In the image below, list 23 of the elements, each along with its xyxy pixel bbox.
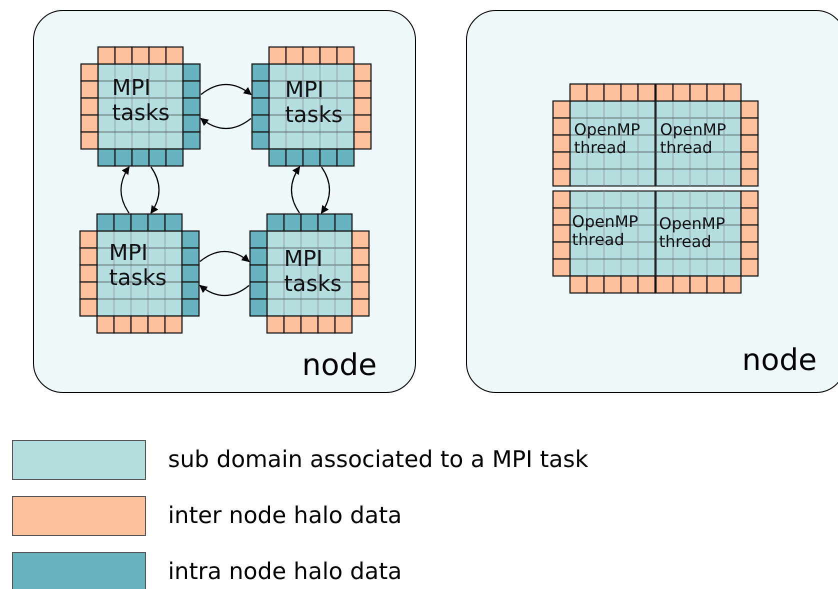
exchange-arrow	[320, 166, 330, 214]
task-label: OpenMP thread	[572, 213, 640, 250]
task-label: MPI tasks	[109, 241, 168, 292]
exchange-arrow	[150, 166, 160, 214]
legend-label: sub domain associated to a MPI task	[168, 449, 588, 472]
task-label: OpenMP thread	[659, 215, 726, 252]
exchange-arrow	[290, 166, 300, 214]
task-label: MPI tasks	[285, 78, 344, 129]
legend-label: intra node halo data	[168, 561, 402, 584]
exchange-arrow	[200, 84, 252, 96]
exchange-arrow	[200, 250, 250, 262]
exchange-arrow	[199, 284, 250, 296]
exchange-arrow	[200, 118, 252, 130]
task-label: OpenMP thread	[660, 121, 728, 158]
task-label: MPI tasks	[112, 76, 171, 127]
legend-label: inter node halo data	[168, 505, 402, 528]
node-box	[33, 10, 416, 393]
task-label: OpenMP thread	[574, 121, 642, 158]
node-label: node	[302, 351, 377, 381]
node-label: node	[742, 346, 817, 376]
task-label: MPI tasks	[284, 247, 343, 298]
exchange-arrow	[120, 166, 130, 214]
node-box	[466, 10, 838, 393]
